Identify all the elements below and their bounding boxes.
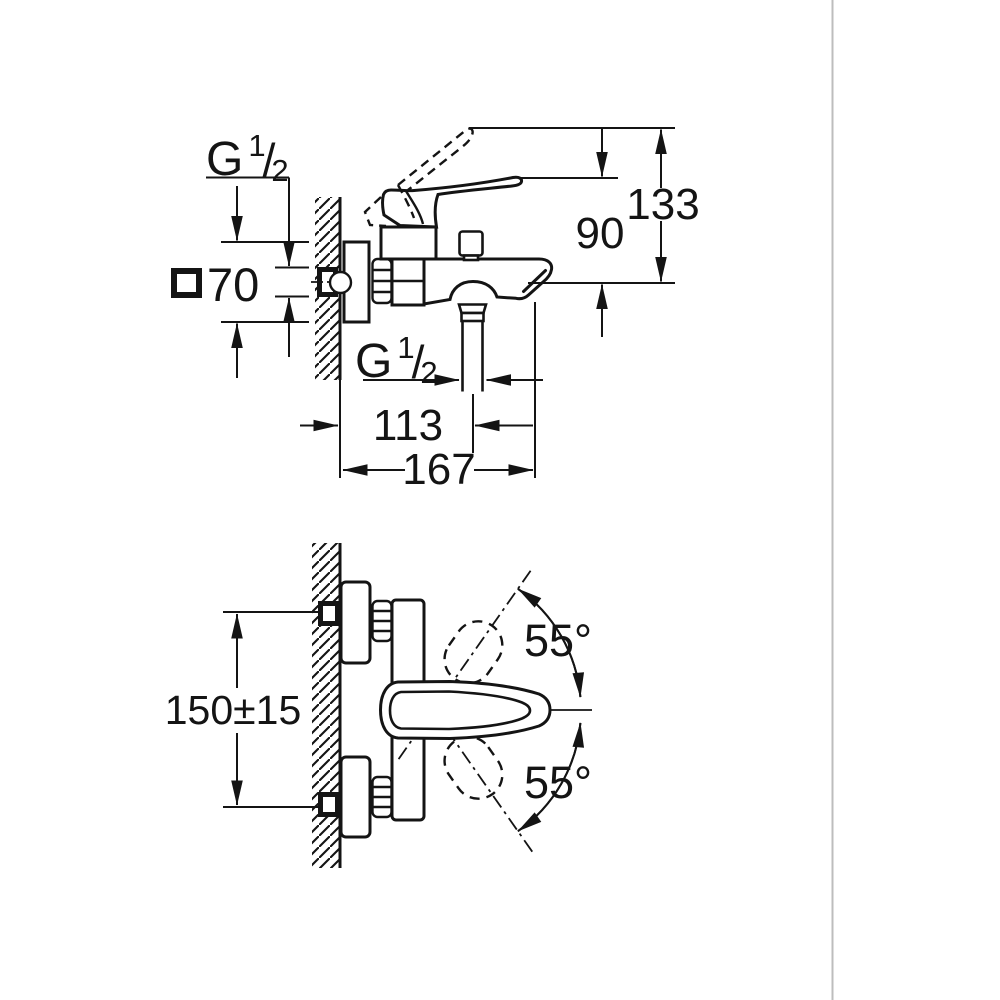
shower-hose (457, 303, 488, 392)
dim-heights: 90 133 (469, 127, 700, 337)
plan-view-dimensions: 150±15 55° 55° (165, 587, 592, 833)
cartridge-housing (379, 225, 438, 261)
lever-inner-edge (404, 190, 425, 225)
dim-150: 150±15 (165, 611, 320, 808)
angle-up-label: 55° (524, 615, 592, 666)
aerator-face-line (522, 269, 547, 293)
inlet-square-bottom (318, 792, 340, 817)
dim-167: 167 (342, 445, 534, 494)
lever-handle-plan-outer (378, 679, 552, 741)
lever-dashed-down (443, 735, 504, 800)
union-ball-joint (328, 270, 353, 295)
plan-view: 150±15 55° 55° (165, 543, 592, 868)
wall-section-plan (312, 543, 342, 868)
union-nut-bottom (371, 775, 393, 819)
dim-swivel-angles: 55° 55° (517, 587, 592, 833)
inlet-square-top (318, 601, 340, 626)
square-symbol-icon (171, 268, 202, 298)
escutcheon-top (339, 580, 372, 665)
dim-113: 113 (300, 401, 533, 450)
dim-167-label: 167 (402, 445, 475, 494)
union-nut-side (371, 257, 393, 305)
wall-hatch (312, 543, 340, 868)
height-90-label: 90 (576, 209, 625, 258)
dim-113-label: 113 (373, 401, 443, 450)
escutcheon-bottom (339, 755, 372, 839)
angle-down-label: 55° (524, 757, 592, 808)
union-nut-top (371, 599, 393, 643)
lever-raised-dashed (363, 127, 474, 228)
height-133-label: 133 (626, 180, 699, 229)
diverter-knob (458, 230, 484, 262)
dim-150-label: 150±15 (165, 687, 302, 733)
spout-outline (422, 257, 554, 306)
escutcheon-size-label: 70 (207, 258, 259, 311)
lever-handle-side (381, 175, 524, 229)
lever-handle-plan-inner (388, 690, 532, 731)
dim-escutcheon-70: 70 (171, 186, 309, 378)
